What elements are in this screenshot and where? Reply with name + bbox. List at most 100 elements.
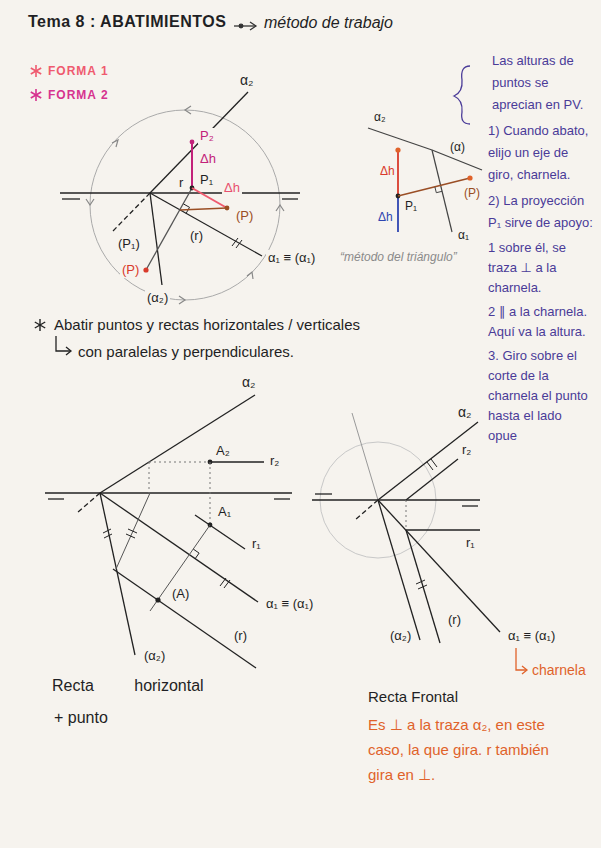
line-label: r₂ [460,442,473,458]
equal-ticks [232,238,238,246]
line-projection [210,461,264,462]
bullet-asterisk [35,322,45,328]
equal-ticks [224,580,230,588]
hook-arrow [66,347,71,355]
axis-callout: charnela [530,662,588,679]
equal-ticks [416,459,437,589]
line-label: r₁ [250,536,263,552]
point-label: (P) [462,186,482,200]
point-label: P₁ [198,172,215,188]
bullet-text: Abatir puntos y rectas horizontales / ve… [52,316,362,334]
equal-ticks [232,238,242,248]
point-label: A₂ [214,443,232,459]
ground-line [312,499,480,500]
trace-label: (α₂) [142,648,167,664]
legend-row: FORMA 2 [30,88,109,102]
ground-line [274,498,290,499]
equal-ticks [236,240,242,248]
hidden-trace [78,493,100,512]
legend-asterisk [31,68,41,74]
equal-ticks [431,459,437,467]
side-note: 2) La proyección P₁ sirve de apoyo: [486,190,596,234]
height-segment [191,142,193,188]
hook-arrow [522,666,527,674]
line-label: r₂ [268,453,281,469]
figure-caption: + punto [52,708,110,727]
rotation-arrow [112,140,118,147]
triangle-hypotenuse [180,208,227,210]
side-note-brace [454,66,470,124]
trace-label: α₁ ≡ (α₁) [506,628,557,644]
horizontal-line-figure [45,395,292,668]
line-label: (r) [446,612,463,628]
ground-line [315,493,332,494]
point-label: A₁ [216,504,233,520]
rotation-arrow [185,106,191,114]
folded-line [406,530,440,643]
ground-line [45,493,292,499]
line-projection [406,529,480,530]
line-label: (r) [232,628,249,644]
space-point [395,147,400,152]
ground-line [462,505,478,506]
horizontal-trace [150,193,262,256]
equal-ticks [126,534,135,538]
hidden-trace [112,193,150,232]
ground-line [312,494,480,506]
line-label: r₁ [464,535,477,551]
rotation-arrow [86,199,94,205]
point-projection [190,140,195,145]
vertical-trace [100,395,255,493]
construction-line [116,493,150,569]
legend-text: FORMA 2 [48,88,109,102]
horizontal-trace [100,493,258,602]
folded-trace [100,493,135,655]
ground-line [62,198,80,199]
trace-label: α₂ [238,72,256,89]
vertical-trace [378,422,478,500]
folded-point [143,267,148,272]
ground-line [60,193,300,199]
side-note: 1) Cuando abato, elijo un eje de giro, c… [486,120,596,186]
figure-caption: Recta horizontal [50,676,206,695]
horizontal-trace [378,500,500,632]
line-label: (r) [188,228,205,244]
title-arrow [239,24,243,28]
rotation-circle [90,110,280,300]
equal-ticks [103,529,230,588]
height-segment [397,150,399,196]
rotation-arrow [179,296,185,304]
frontal-line-figure [312,413,527,674]
bullet-text: con paralelas y perpendiculares. [76,343,296,361]
trace-label: (α₂) [145,290,170,306]
trace-label: (α₂) [388,628,413,644]
point-label: (P) [234,208,255,224]
hook-arrow [56,336,71,355]
bullet-asterisk [35,322,45,328]
height-label: Δh [376,210,395,224]
plane-label: (α) [448,140,467,154]
legend-asterisk [30,89,42,101]
side-note: 2 ∥ a la charnela. Aquí va la altura. [486,302,596,342]
equal-ticks [128,529,137,533]
height-label: Δh [222,180,242,196]
subtitle-note: método de trabajo [262,13,395,32]
triangle-hypotenuse [398,178,470,196]
point-label: P₂ [198,128,216,144]
side-note: 3. Giro sobre el corte de la charnela el… [486,346,596,446]
height-segment [397,196,399,232]
equal-ticks [103,529,111,533]
folded-trace [378,500,420,640]
legend-text: FORMA 1 [48,64,109,78]
line-projection [406,459,458,500]
ground-line [282,198,298,199]
hinge-line [432,150,452,232]
line-label: r [177,175,185,191]
page-title: Tema 8 : ABATIMIENTOS [28,12,226,31]
equal-ticks [418,585,427,589]
folded-trace [150,193,162,285]
hook-arrow [516,648,527,674]
legend-asterisk [31,92,41,98]
ground-line [45,492,292,493]
